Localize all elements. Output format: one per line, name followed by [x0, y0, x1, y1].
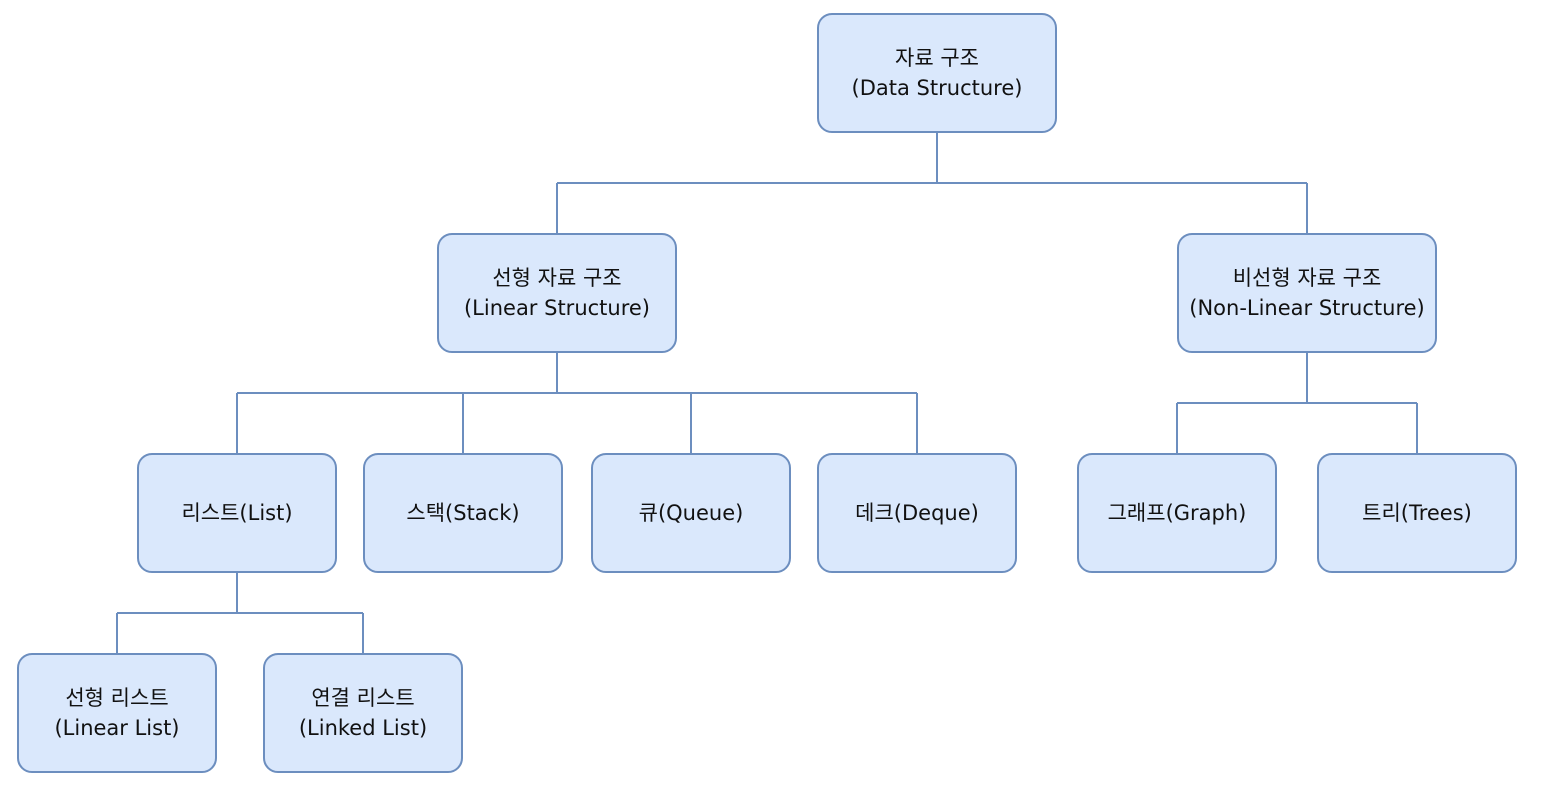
node-label-en: (Linked List): [298, 716, 428, 740]
node-label: 데크(Deque): [855, 501, 979, 525]
node-label-ko: 비선형 자료 구조: [1232, 266, 1382, 290]
node-label: 트리(Trees): [1362, 501, 1472, 525]
node-label: 스택(Stack): [406, 501, 520, 525]
node-queue[interactable]: 큐(Queue): [591, 453, 791, 573]
node-linear-list[interactable]: 선형 리스트 (Linear List): [17, 653, 217, 773]
node-label: 그래프(Graph): [1107, 501, 1247, 525]
node-label-en: (Data Structure): [851, 76, 1023, 100]
node-trees[interactable]: 트리(Trees): [1317, 453, 1517, 573]
node-linked-list[interactable]: 연결 리스트 (Linked List): [263, 653, 463, 773]
node-label-ko: 선형 자료 구조: [492, 266, 622, 290]
node-data-structure[interactable]: 자료 구조 (Data Structure): [817, 13, 1057, 133]
node-label-en: (Linear Structure): [463, 296, 651, 320]
node-label-ko: 선형 리스트: [65, 686, 169, 710]
node-label-en: (Linear List): [54, 716, 180, 740]
node-list[interactable]: 리스트(List): [137, 453, 337, 573]
node-linear-structure[interactable]: 선형 자료 구조 (Linear Structure): [437, 233, 677, 353]
node-stack[interactable]: 스택(Stack): [363, 453, 563, 573]
node-label-ko: 연결 리스트: [311, 686, 415, 710]
node-label: 리스트(List): [181, 501, 293, 525]
node-deque[interactable]: 데크(Deque): [817, 453, 1017, 573]
node-label: 큐(Queue): [638, 501, 744, 525]
node-non-linear-structure[interactable]: 비선형 자료 구조 (Non-Linear Structure): [1177, 233, 1437, 353]
node-label-en: (Non-Linear Structure): [1189, 296, 1425, 320]
node-label-ko: 자료 구조: [895, 46, 979, 70]
node-graph[interactable]: 그래프(Graph): [1077, 453, 1277, 573]
